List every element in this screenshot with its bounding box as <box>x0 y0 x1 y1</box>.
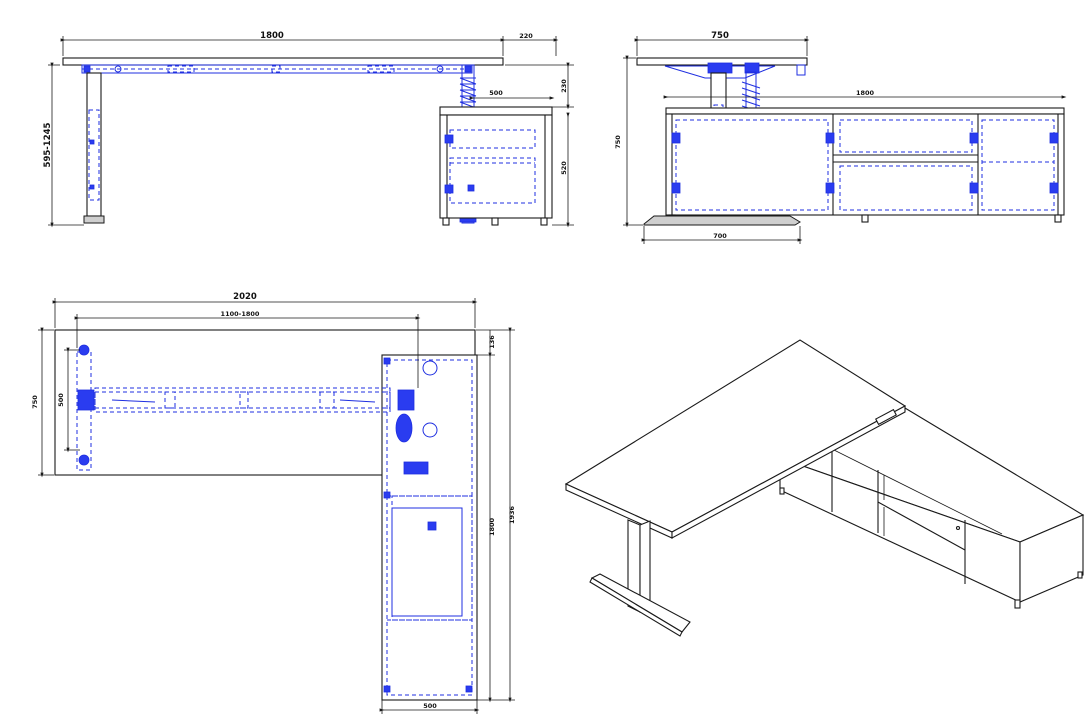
top-frame <box>76 344 438 475</box>
top-dim-leg-span: 500 <box>57 393 65 407</box>
front-dim-height: 595-1245 <box>43 122 53 167</box>
side-dim-cabinet-width: 1800 <box>856 89 875 97</box>
side-cabinet <box>665 107 1065 223</box>
front-dim-gap: 230 <box>560 79 568 93</box>
top-dim-cabinet-length: 1800 <box>488 517 496 536</box>
side-view: 750 750 1800 700 <box>614 31 1067 244</box>
iso-control-panel <box>875 408 897 426</box>
iso-leg <box>589 519 691 637</box>
side-dim-depth: 750 <box>711 31 729 41</box>
front-dim-cabinet-height: 520 <box>560 161 568 175</box>
side-dim-height: 750 <box>614 135 622 149</box>
top-view: 2020 1100-1800 750 500 1800 1936 136 500 <box>31 292 516 714</box>
front-dim-cabinet-depth: 500 <box>489 89 503 97</box>
top-dim-cabinet-depth: 500 <box>423 702 437 710</box>
side-dim-foot: 700 <box>713 232 727 240</box>
top-dim-total-length: 1936 <box>508 505 516 524</box>
front-dim-width: 1800 <box>260 31 284 41</box>
top-dim-depth: 750 <box>31 395 39 409</box>
front-cabinet <box>439 106 553 226</box>
top-dim-range: 1100-1800 <box>221 310 260 318</box>
front-desktop <box>62 57 504 66</box>
top-dim-offset: 136 <box>488 335 496 349</box>
front-view: 1800 220 595-1245 500 230 520 <box>43 31 574 228</box>
top-cabinet-internals <box>383 357 473 696</box>
front-left-foot <box>83 215 105 224</box>
front-dim-overhang: 220 <box>519 32 533 40</box>
isometric-view <box>564 339 1085 637</box>
top-dim-total: 2020 <box>233 292 257 302</box>
side-foot <box>643 215 801 226</box>
iso-cabinet <box>778 407 1085 609</box>
